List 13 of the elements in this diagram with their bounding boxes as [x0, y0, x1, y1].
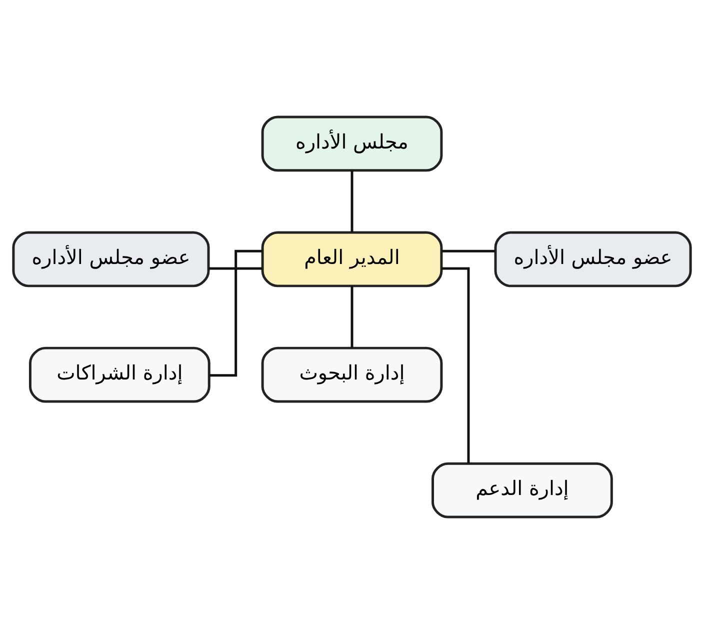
node-box: عضو مجلس الأداره [494, 230, 692, 287]
connector [350, 170, 354, 232]
connector [350, 286, 354, 348]
node-box: إدارة الشراكات [28, 346, 210, 402]
node-box: إدارة الدعم [432, 462, 613, 518]
connector [441, 266, 470, 464]
connector [208, 266, 262, 270]
node-box: المدير العام [261, 230, 443, 287]
connector [442, 249, 496, 252]
node-box: عضو مجلس الأداره [12, 230, 210, 287]
connector [209, 249, 262, 376]
node-box: إدارة البحوث [261, 346, 443, 402]
node-box: مجلس الأداره [261, 115, 443, 172]
